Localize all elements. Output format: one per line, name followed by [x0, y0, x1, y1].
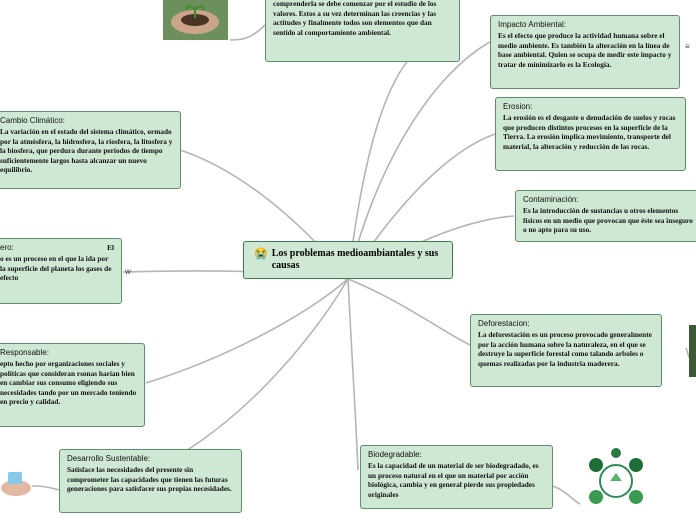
node-desarrollo-title: Desarrollo Sustentable:	[67, 454, 151, 463]
node-deforestacion-body: La deforestación es un proceso provocado…	[478, 330, 652, 368]
recycle-icon	[589, 448, 643, 504]
node-biodegradable-title: Biodegradable:	[368, 450, 422, 459]
node-efecto-title-right: El	[107, 243, 114, 252]
forest-image	[689, 325, 696, 377]
node-desarrollo-body: Satisface las necesidades del presente s…	[67, 465, 232, 494]
node-deforestacion[interactable]: Deforestacion: La deforestación es un pr…	[470, 314, 662, 387]
node-biodegradable-body: Es la capacidad de un material de ser bi…	[368, 461, 539, 499]
node-consumo-responsable[interactable]: Responsable: epto hecho por organizacion…	[0, 343, 145, 427]
node-efecto-title: ero: El	[0, 243, 114, 252]
node-deforestacion-title: Deforestacion:	[478, 319, 530, 328]
node-efecto-title-left: ero:	[0, 243, 14, 252]
hands-plant-icon	[163, 0, 228, 40]
node-impacto-body: Es el efecto que produce la actividad hu…	[498, 31, 672, 69]
node-erosion-body: La erosión es el desgaste o denudación d…	[503, 113, 676, 151]
hands-plant-image	[163, 0, 228, 40]
node-impacto-ambiental[interactable]: Impacto Ambiental: Es el efecto que prod…	[490, 15, 680, 89]
node-responsable-body: epto hecho por organizaciones sociales y…	[0, 359, 137, 407]
node-contaminacion[interactable]: Contaminación: Es la introducción de sus…	[515, 190, 696, 242]
node-efecto-body: o es un proceso en el que la ida por la …	[0, 254, 112, 283]
node-erosion[interactable]: Erosion: La erosión es el desgaste o den…	[495, 97, 686, 171]
menu-icon[interactable]: ≡	[685, 42, 690, 51]
hands-water-icon	[1, 472, 31, 496]
node-cambio-body: La variación en el estado del sistema cl…	[0, 127, 173, 175]
node-efecto-side-label: w	[125, 267, 131, 276]
central-topic-title: Los problemas medioambiantales y sus cau…	[271, 248, 439, 271]
node-contaminacion-body: Es la introducción de sustancias u otros…	[523, 206, 693, 235]
node-valores[interactable]: comprenderla se debe comenzar por el est…	[265, 0, 460, 62]
node-contaminacion-title: Contaminación:	[523, 195, 579, 204]
node-erosion-title: Erosion:	[503, 102, 533, 111]
node-valores-body: comprenderla se debe comenzar por el est…	[273, 0, 437, 37]
recycle-image	[580, 447, 652, 509]
node-desarrollo-sustentable[interactable]: Desarrollo Sustentable: Satisface las ne…	[59, 449, 242, 513]
node-cambio-title: Cambio Climático:	[0, 116, 65, 125]
node-cambio-climatico[interactable]: Cambio Climático: La variación en el est…	[0, 111, 181, 189]
hands-water-image	[0, 462, 32, 502]
node-efecto-invernadero[interactable]: ero: El o es un proceso en el que la ida…	[0, 238, 122, 304]
node-responsable-title: Responsable:	[0, 348, 49, 357]
central-topic[interactable]: 😭 Los problemas medioambiantales y sus c…	[243, 241, 453, 279]
crying-face-icon: 😭	[254, 248, 268, 260]
node-biodegradable[interactable]: Biodegradable: Es la capacidad de un mat…	[360, 445, 553, 509]
node-impacto-title: Impacto Ambiental:	[498, 20, 567, 29]
